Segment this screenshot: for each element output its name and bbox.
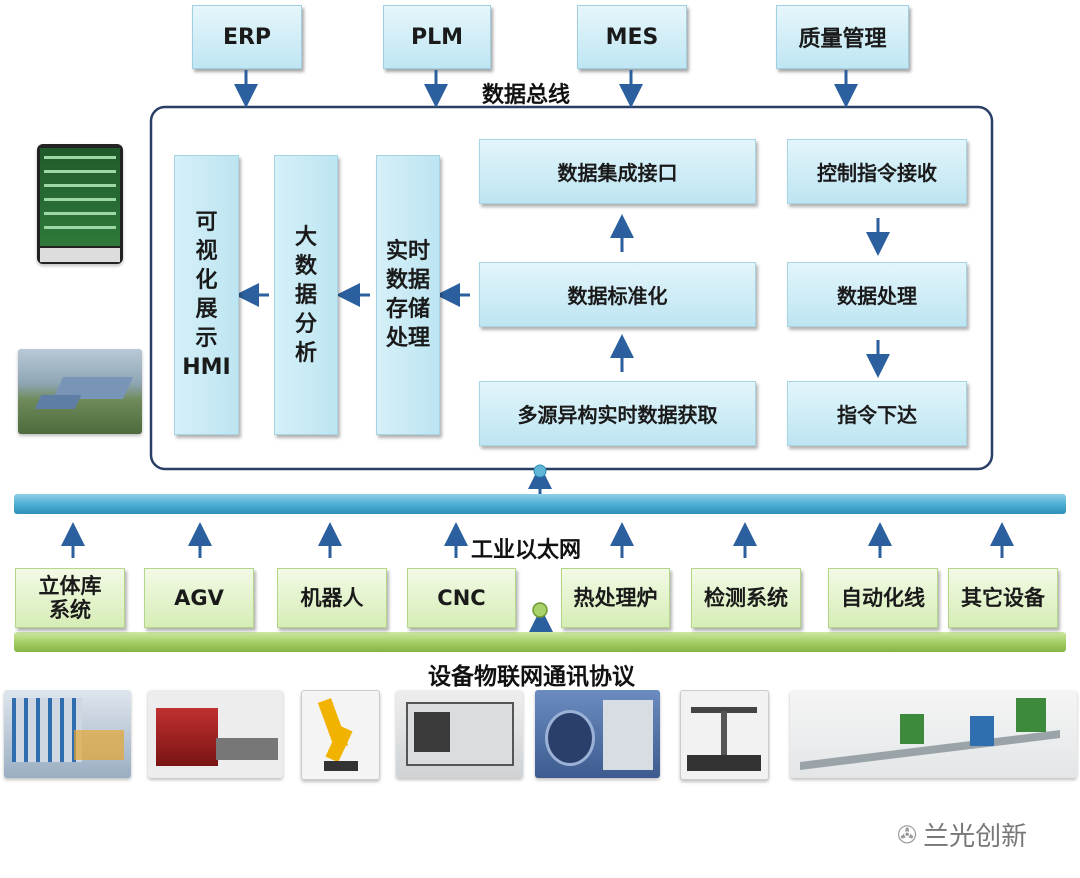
automation-line-photo <box>790 690 1077 778</box>
device-agv: AGV <box>144 568 254 628</box>
device-other: 其它设备 <box>948 568 1058 628</box>
device-robot: 机器人 <box>277 568 387 628</box>
realtime-storage-block: 实时 数据 存储 处理 <box>376 155 440 435</box>
data-bus-label: 数据总线 <box>482 83 571 108</box>
robot-photo <box>301 690 380 780</box>
cnc-photo <box>396 690 523 778</box>
agv-photo <box>148 690 283 778</box>
multi-source-data-acquisition: 多源异构实时数据获取 <box>479 381 756 446</box>
device-warehouse: 立体库 系统 <box>15 568 125 628</box>
mobile-app-thumbnail <box>37 144 123 264</box>
control-command-reception: 控制指令接收 <box>787 139 967 204</box>
wechat-icon: ✇ <box>897 820 918 849</box>
iot-protocol-label: 设备物联网通讯协议 <box>428 664 635 690</box>
factory-aerial-thumbnail <box>18 349 142 434</box>
device-cnc: CNC <box>407 568 516 628</box>
big-data-analysis-block: 大 数 据 分 析 <box>274 155 338 435</box>
warehouse-photo <box>4 690 131 778</box>
industrial-ethernet-label: 工业以太网 <box>471 538 582 563</box>
data-standardization: 数据标准化 <box>479 262 756 327</box>
ethernet-bar <box>14 494 1066 514</box>
data-processing: 数据处理 <box>787 262 967 327</box>
furnace-photo <box>535 690 660 778</box>
mes-box: MES <box>577 5 687 69</box>
plm-box: PLM <box>383 5 491 69</box>
erp-box: ERP <box>192 5 302 69</box>
watermark: ✇ 兰光创新 <box>897 820 1028 853</box>
quality-management-box: 质量管理 <box>776 5 909 69</box>
inspection-photo <box>680 690 769 780</box>
device-heat-furnace: 热处理炉 <box>561 568 670 628</box>
device-inspection: 检测系统 <box>691 568 801 628</box>
data-integration-interface: 数据集成接口 <box>479 139 756 204</box>
visualization-hmi-block: 可 视 化 展 示 HMI <box>174 155 239 435</box>
iot-bar <box>14 632 1066 652</box>
command-dispatch: 指令下达 <box>787 381 967 446</box>
device-automation-line: 自动化线 <box>828 568 938 628</box>
